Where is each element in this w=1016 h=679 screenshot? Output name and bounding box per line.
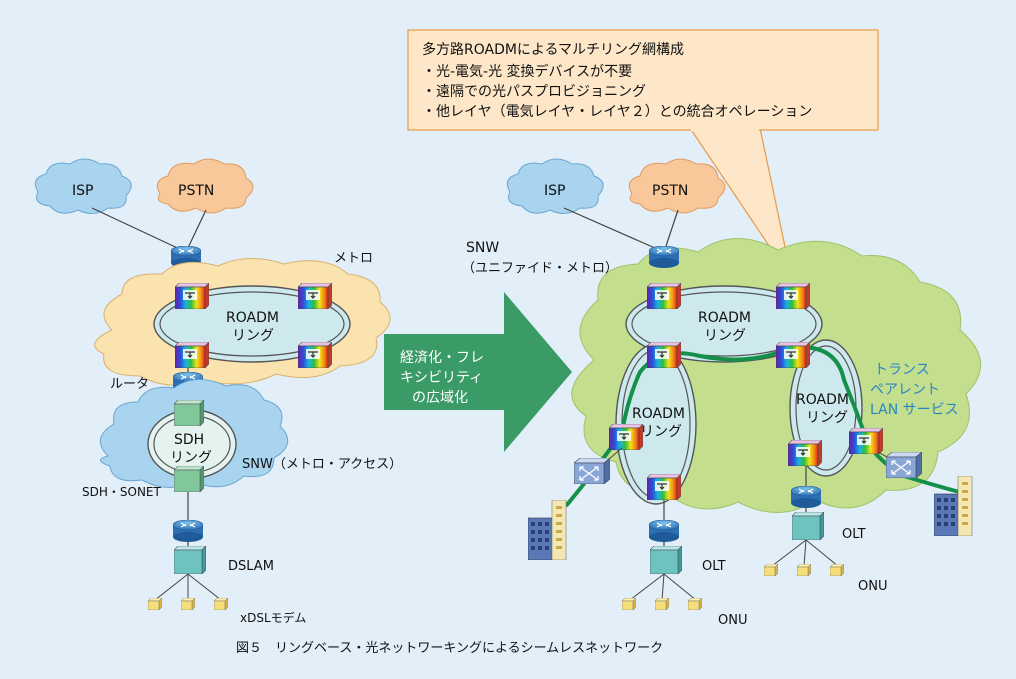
sdh-node-top-icon [174, 400, 204, 426]
xdsl-modem-2-icon [181, 598, 195, 610]
xdsl-modem-1-icon [148, 598, 162, 610]
right-pstn-label: PSTN [652, 183, 688, 199]
right-pstn-cloud [628, 158, 726, 214]
callout-box [407, 29, 879, 131]
xdsl-modem-label: xDSLモデム [240, 610, 306, 625]
lan-service-label-2: ペアレント [870, 382, 940, 398]
arrow-label-3: の広域化 [412, 390, 468, 406]
lan-service-label-1: トランス [874, 362, 930, 378]
right-olt-left-router-icon [649, 520, 679, 542]
right-roadm-node-2-icon [776, 283, 810, 309]
metro-label: メトロ [334, 251, 373, 266]
snw-access-label: SNW（メトロ・アクセス） [242, 457, 402, 472]
left-roadm-label-2: リング [232, 328, 274, 344]
sdh-sonet-label: SDH・SONET [82, 485, 162, 499]
callout-title: 多方路ROADMによるマルチリング網構成 [422, 41, 684, 58]
sdh-label-2: リング [170, 450, 212, 466]
onu-left-2-icon [655, 598, 669, 610]
arrow-label-2: キシビリティ [400, 370, 483, 386]
lan-service-label-3: LAN サービス [870, 402, 959, 418]
right-isp-label: ISP [544, 183, 565, 199]
arrow-label-1: 経済化・フレ [400, 350, 484, 366]
migration-arrow [384, 292, 572, 452]
router-label: ルータ [110, 377, 149, 392]
sdh-node-bottom-icon [174, 466, 204, 492]
figure-caption: 図５ リングベース・光ネットワーキングによるシームレスネットワーク [236, 641, 663, 656]
onu-right-1-icon [764, 564, 778, 576]
callout-item-1: ・光-電気-光 変換デバイスが不要 [422, 63, 632, 80]
left-bottom-router-icon [173, 520, 203, 542]
sdh-label-1: SDH [174, 432, 204, 448]
right-isp-cloud [506, 158, 604, 214]
right-roadm-node-7-icon [788, 440, 822, 466]
right-roadm-top-label-2: リング [704, 328, 746, 344]
left-pstn-cloud [156, 158, 254, 214]
right-roadm-node-4-icon [776, 342, 810, 368]
left-isp-label: ISP [72, 183, 93, 199]
olt-left-label: OLT [702, 559, 726, 574]
right-roadm-right-label-1: ROADM [796, 392, 849, 408]
olt-right-label: OLT [842, 527, 866, 542]
right-roadm-node-8-icon [849, 428, 883, 454]
onu-right-2-icon [797, 564, 811, 576]
left-roadm-node-tr-icon [298, 283, 332, 309]
right-olt-right-router-icon [791, 486, 821, 508]
left-isp-cloud [34, 158, 132, 214]
right-roadm-left-label-2: リング [640, 424, 682, 440]
right-roadm-top-label-1: ROADM [698, 310, 751, 326]
left-lan-switch-icon [574, 458, 610, 484]
right-roadm-node-3-icon [647, 342, 681, 368]
left-roadm-node-tl-icon [175, 283, 209, 309]
onu-left-label: ONU [718, 613, 747, 628]
left-roadm-node-bl-icon [175, 342, 209, 368]
snw-label-2: （ユニファイド・メトロ） [462, 261, 618, 276]
olt-left-icon [650, 546, 682, 574]
right-roadm-node-5-icon [609, 424, 643, 450]
right-top-router-icon [649, 246, 679, 268]
onu-right-3-icon [830, 564, 844, 576]
left-roadm-node-br-icon [298, 342, 332, 368]
right-lan-switch-icon [886, 452, 922, 478]
xdsl-modem-3-icon [214, 598, 228, 610]
left-pstn-label: PSTN [178, 183, 214, 199]
left-roadm-label-1: ROADM [226, 310, 279, 326]
onu-left-1-icon [622, 598, 636, 610]
callout-item-3: ・他レイヤ（電気レイヤ・レイヤ２）との統合オペレーション [422, 104, 812, 120]
onu-right-label: ONU [858, 579, 887, 594]
dslam-icon [174, 546, 206, 574]
dslam-label: DSLAM [228, 559, 274, 574]
right-roadm-node-1-icon [647, 283, 681, 309]
left-building-icon [528, 500, 567, 560]
right-roadm-left-label-1: ROADM [632, 406, 685, 422]
olt-right-icon [792, 512, 824, 540]
onu-left-3-icon [688, 598, 702, 610]
right-roadm-node-6-icon [647, 474, 681, 500]
right-roadm-right-label-2: リング [806, 410, 848, 426]
snw-label-1: SNW [466, 240, 499, 256]
callout-item-2: ・遠隔での光パスプロビジョニング [422, 84, 646, 100]
